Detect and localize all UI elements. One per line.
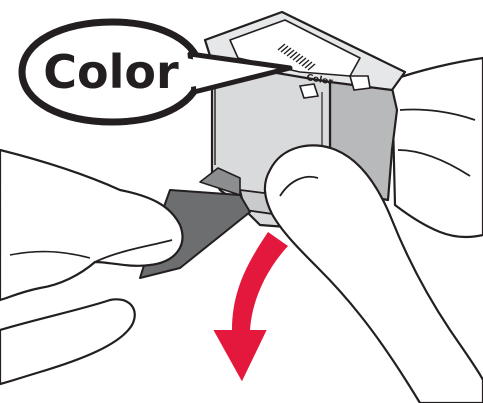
- curved-arrow-down-icon: [212, 232, 288, 384]
- callout-text: Color: [43, 45, 179, 99]
- right-hand: [392, 58, 483, 237]
